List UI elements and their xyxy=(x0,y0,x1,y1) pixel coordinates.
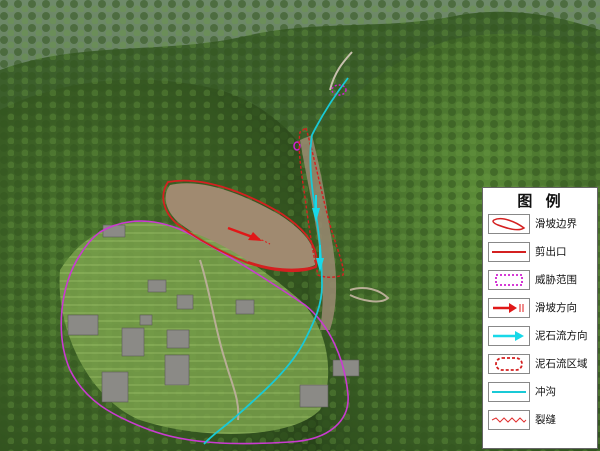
legend-item-crack: 裂缝 xyxy=(483,408,599,434)
landslide-boundary-icon xyxy=(488,214,530,234)
legend-label: 泥石流方向 xyxy=(535,330,588,342)
hill-road xyxy=(349,287,390,303)
legend-label: 裂缝 xyxy=(535,414,556,426)
landslide-body xyxy=(165,183,316,270)
legend-item-landslide-boundary: 滑坡边界 xyxy=(483,212,599,238)
threat-zone-icon xyxy=(488,270,530,290)
legend-item-debris-flow-direction: 泥石流方向 xyxy=(483,324,599,350)
legend-label: 剪出口 xyxy=(535,246,567,258)
landslide-direction-arrow xyxy=(227,226,271,245)
legend-item-threat-zone: 威胁范围 xyxy=(483,268,599,294)
debris-flow-direction-icon xyxy=(488,326,530,346)
legend-title: 图 例 xyxy=(517,192,565,210)
threat-zone-tiny xyxy=(293,141,301,151)
shear-outlet-line xyxy=(247,260,317,271)
debris-flow-area-outline xyxy=(298,126,345,278)
legend-label: 泥石流区域 xyxy=(535,358,588,370)
distant-road xyxy=(329,51,353,91)
debris-flow-direction-arrows xyxy=(312,195,324,272)
gully-line xyxy=(203,77,349,445)
legend-label: 威胁范围 xyxy=(535,274,577,286)
legend-label: 冲沟 xyxy=(535,386,556,398)
village-houses xyxy=(67,224,360,408)
legend-label: 滑坡方向 xyxy=(535,302,577,314)
legend-panel: 图 例 滑坡边界 剪出口 威胁范围 xyxy=(482,187,598,449)
landslide-boundary-outline xyxy=(162,179,318,273)
threat-zone-outline xyxy=(60,220,349,445)
crack-icon xyxy=(488,410,530,430)
shear-outlet-icon xyxy=(488,242,530,262)
landslide-direction-icon xyxy=(488,298,530,318)
legend-item-shear-outlet: 剪出口 xyxy=(483,240,599,266)
debris-flow-area-icon xyxy=(488,354,530,374)
legend-item-debris-flow-area: 泥石流区域 xyxy=(483,352,599,378)
threat-zone-small xyxy=(331,84,347,96)
gully-icon xyxy=(488,382,530,402)
legend-label: 滑坡边界 xyxy=(535,218,577,230)
village-road xyxy=(199,259,240,421)
legend-item-gully: 冲沟 xyxy=(483,380,599,406)
legend-item-landslide-direction: 滑坡方向 xyxy=(483,296,599,322)
